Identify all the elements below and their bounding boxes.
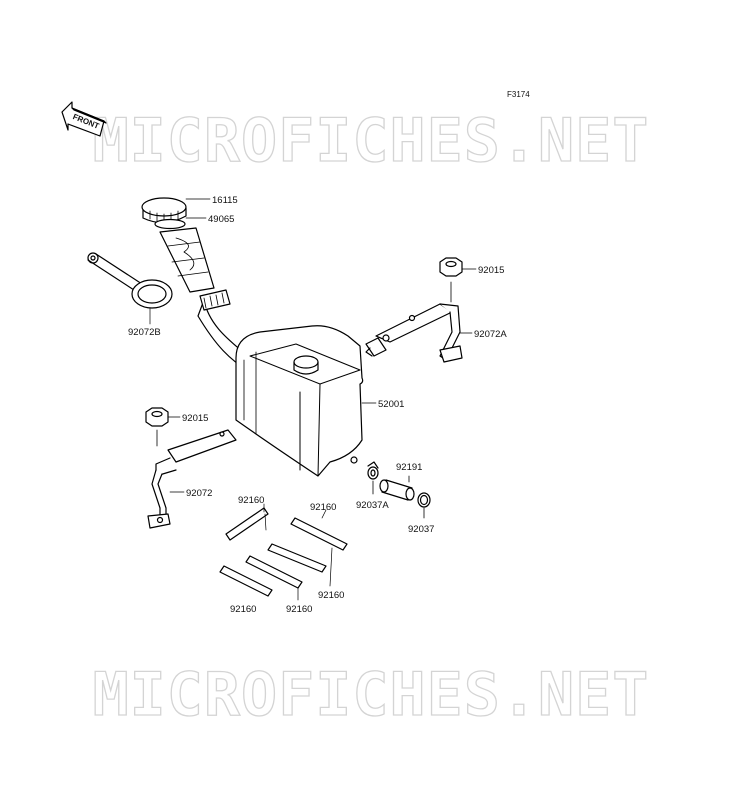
part-label-nut-top: 92015 bbox=[478, 265, 504, 276]
hose-icon bbox=[379, 475, 415, 501]
part-label-hose: 92191 bbox=[396, 462, 422, 473]
part-label-nut-left: 92015 bbox=[182, 413, 208, 424]
part-label-pad-lower-mid: 92160 bbox=[286, 604, 312, 615]
part-label-clip: 92037 bbox=[408, 524, 434, 535]
fuel-tank-icon bbox=[197, 289, 364, 477]
gasket-icon bbox=[154, 218, 186, 230]
clip-a-icon bbox=[367, 461, 379, 495]
strap-icon bbox=[87, 252, 173, 309]
leader-lines bbox=[149, 198, 477, 519]
band-bracket-icon bbox=[365, 303, 463, 363]
nut-left-icon bbox=[145, 407, 169, 447]
part-label-pad-upper-right: 92160 bbox=[310, 502, 336, 513]
fuel-cap-icon bbox=[141, 197, 187, 224]
filter-screen-icon bbox=[159, 227, 215, 293]
front-arrow-icon bbox=[61, 101, 107, 137]
figure-code: F3174 bbox=[507, 90, 530, 99]
clip-icon bbox=[417, 492, 431, 519]
part-label-pad-lower-left: 92160 bbox=[230, 604, 256, 615]
part-label-clip-a: 92037A bbox=[356, 500, 389, 511]
part-label-pad-mid: 92160 bbox=[318, 590, 344, 601]
part-label-pad-upper-left: 92160 bbox=[238, 495, 264, 506]
pad-icon bbox=[219, 507, 348, 601]
watermark-bottom: MICROFICHES.NET bbox=[92, 659, 650, 730]
part-label-band-left: 92072 bbox=[186, 488, 212, 499]
part-label-band-top: 92072A bbox=[474, 329, 507, 340]
part-label-cap: 16115 bbox=[212, 195, 238, 206]
watermark-top: MICROFICHES.NET bbox=[92, 105, 650, 176]
nut-icon bbox=[439, 257, 463, 303]
part-label-tank: 52001 bbox=[378, 399, 404, 410]
part-label-strap: 92072B bbox=[128, 327, 161, 338]
part-label-gasket: 49065 bbox=[208, 214, 234, 225]
band-lower-icon bbox=[147, 429, 237, 529]
